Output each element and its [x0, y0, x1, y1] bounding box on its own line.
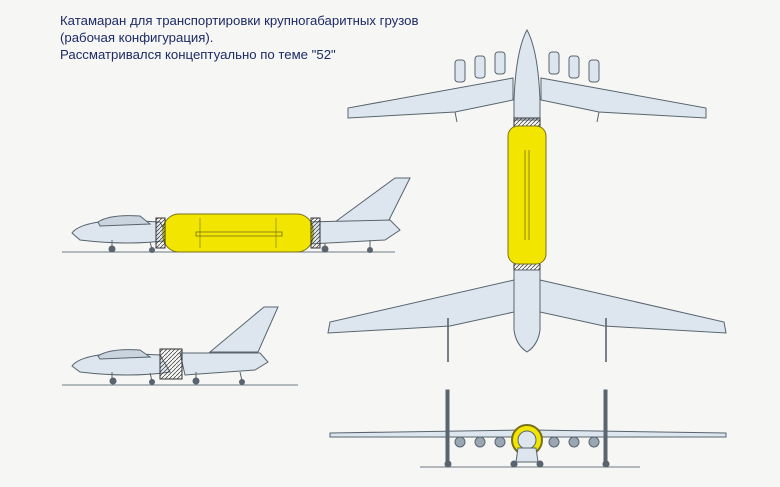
- left-fin: [445, 389, 450, 466]
- caption-line-3: Рассматривался концептуально по теме "52…: [60, 47, 336, 62]
- caption-line-1: Катамаран для транспортировки крупногаба…: [60, 13, 419, 28]
- lower-fuselage: [513, 269, 541, 353]
- cargo-pod: [162, 213, 314, 253]
- front-engine-4: [548, 436, 560, 448]
- front-engine-3: [494, 436, 506, 448]
- front-engine-5: [568, 436, 580, 448]
- engine-5: [568, 55, 580, 79]
- vertical-tail: [333, 177, 411, 223]
- upper-right-wing: [540, 77, 707, 119]
- side-view-loaded: [62, 177, 411, 253]
- engine-4: [548, 51, 560, 75]
- cockpit-canopy: [97, 215, 152, 227]
- pod-truss-rear: [310, 217, 321, 249]
- engine-3: [494, 51, 506, 75]
- upper-fuselage: [513, 28, 541, 121]
- upper-left-wing: [347, 77, 514, 119]
- cargo-pod-top: [507, 125, 547, 265]
- pod-truss-front: [155, 217, 166, 249]
- front-engine-2: [474, 436, 486, 448]
- top-view: [327, 28, 727, 362]
- right-fin: [603, 389, 608, 466]
- caption: Катамаран для транспортировки крупногаба…: [60, 12, 460, 63]
- engine-1: [454, 59, 466, 83]
- engine-2: [474, 55, 486, 79]
- front-view: [329, 389, 727, 468]
- lower-left-wing: [327, 279, 515, 334]
- engine-6: [588, 59, 600, 83]
- pod-truss-compact: [159, 348, 183, 380]
- vertical-tail-2: [208, 306, 279, 353]
- caption-line-2: (рабочая конфигурация).: [60, 30, 214, 45]
- front-engine-6: [588, 436, 600, 448]
- front-engine-1: [454, 436, 466, 448]
- rear-fuselage-2: [179, 352, 269, 376]
- side-view-compact: [62, 306, 298, 386]
- lower-right-wing: [539, 279, 727, 334]
